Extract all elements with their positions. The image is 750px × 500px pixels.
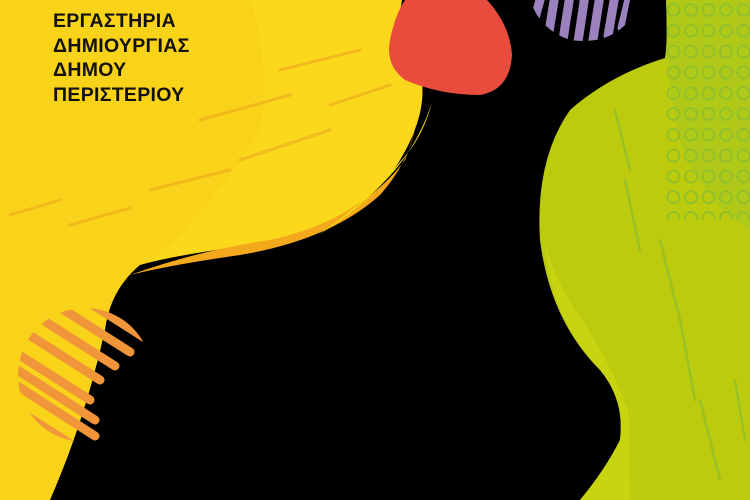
- poster-title: ΕΡΓΑΣΤΗΡΙΑ ΔΗΜΙΟΥΡΓΙΑΣ ΔΗΜΟΥ ΠΕΡΙΣΤΕΡΙΟΥ: [53, 9, 190, 107]
- lime-blob: [539, 0, 750, 500]
- title-line-1: ΕΡΓΑΣΤΗΡΙΑ: [53, 10, 176, 32]
- title-line-4: ΠΕΡΙΣΤΕΡΙΟΥ: [53, 83, 185, 106]
- red-blob: [389, 0, 512, 95]
- title-line-3: ΔΗΜΟΥ: [53, 59, 127, 81]
- title-line-2: ΔΗΜΙΟΥΡΓΙΑΣ: [53, 34, 190, 57]
- yellow-blob: [0, 0, 432, 500]
- purple-striped-blob: [530, 0, 630, 41]
